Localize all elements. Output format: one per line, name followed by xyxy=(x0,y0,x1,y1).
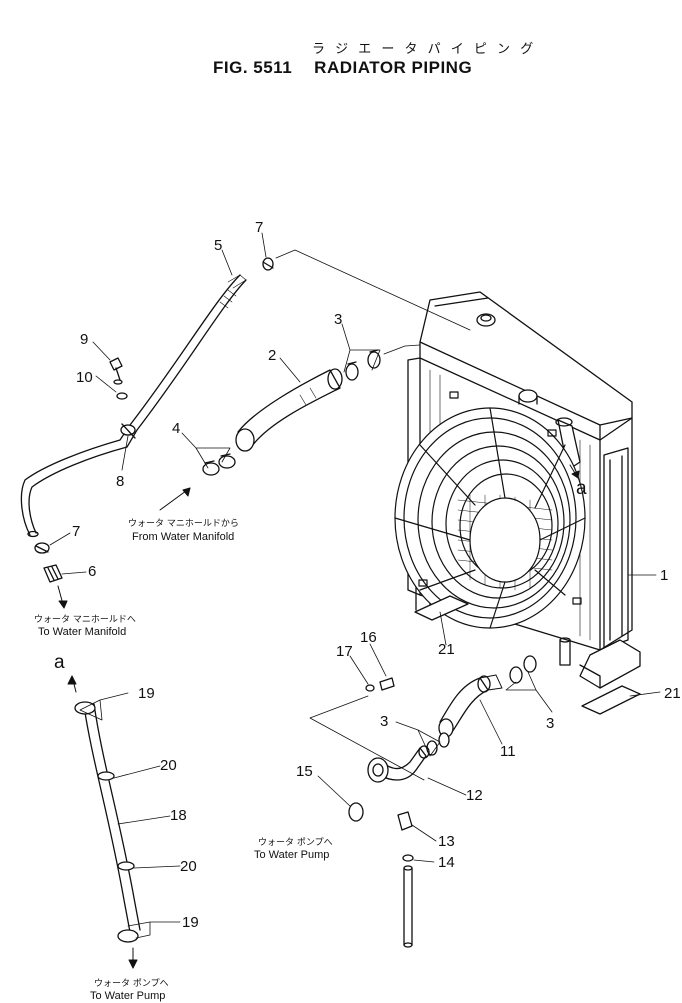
callout-19: 19 xyxy=(138,685,155,702)
radiator-assembly xyxy=(394,291,641,689)
callout-16: 16 xyxy=(360,629,377,646)
figure-title: FIG. 5511 RADIATOR PIPING xyxy=(213,58,472,78)
bolt-and-washer xyxy=(109,357,128,400)
from-water-manifold-jp: ウォータ マニホールドから xyxy=(128,518,239,529)
mounting-pad-right xyxy=(581,685,641,715)
callout-11: 11 xyxy=(500,743,516,760)
figure-name: RADIATOR PIPING xyxy=(314,58,473,77)
callout-3: 3 xyxy=(546,715,554,732)
reference-mark-a: a xyxy=(576,478,587,499)
annotations: ウォータ マニホールドから From Water Manifold ウォータ マ… xyxy=(34,518,333,1002)
arrow-up-icon xyxy=(182,487,191,497)
arrow-down-icon xyxy=(571,470,580,479)
fan-guard xyxy=(394,391,586,629)
flow-arrows xyxy=(57,464,580,969)
callout-5: 5 xyxy=(214,237,222,254)
callout-3: 3 xyxy=(334,311,342,328)
callout-21: 21 xyxy=(438,641,455,658)
callout-numbers: 1 2 3 3 3 4 5 6 7 7 8 9 10 11 12 13 14 1… xyxy=(54,219,681,931)
hose-clamps-lower-right xyxy=(509,655,537,684)
callout-10: 10 xyxy=(76,369,93,386)
to-water-pump-en: To Water Pump xyxy=(254,849,329,861)
callout-9: 9 xyxy=(80,331,88,348)
callout-2: 2 xyxy=(268,347,276,364)
callout-14: 14 xyxy=(438,854,455,871)
drain-fitting xyxy=(397,811,414,948)
title-japanese: ラ ジ エ ー タ パ イ ピ ン グ xyxy=(312,42,537,57)
to-water-manifold-jp: ウォータ マニホールドへ xyxy=(34,614,136,625)
bolt-and-washer-lower xyxy=(365,677,395,692)
arrow-down-icon xyxy=(128,959,138,969)
arrow-up-icon xyxy=(67,675,77,685)
elbow-pipe xyxy=(367,745,430,783)
from-water-manifold-en: From Water Manifold xyxy=(132,531,234,543)
to-water-pump-bottom-jp: ウォータ ポンプへ xyxy=(94,978,169,989)
to-water-manifold-en: To Water Manifold xyxy=(38,626,126,638)
arrow-down-icon xyxy=(58,600,68,609)
callout-12: 12 xyxy=(466,787,483,804)
callout-19: 19 xyxy=(182,914,199,931)
mounting-pad-left xyxy=(414,595,469,621)
figure-number: FIG. 5511 xyxy=(213,58,293,77)
callout-4: 4 xyxy=(172,420,180,437)
hose-clamps-lower xyxy=(202,453,236,476)
callout-18: 18 xyxy=(170,807,187,824)
callout-15: 15 xyxy=(296,763,313,780)
hose-clamp-upper xyxy=(262,257,274,271)
callout-21: 21 xyxy=(664,685,681,702)
callout-7: 7 xyxy=(72,523,80,540)
callout-6: 6 xyxy=(88,563,96,580)
hose-clamps-upper xyxy=(345,349,381,381)
hose-clamp-left xyxy=(34,542,50,554)
callout-8: 8 xyxy=(116,473,124,490)
upper-hose xyxy=(235,368,343,452)
vertical-pipe xyxy=(74,701,141,943)
to-water-pump-jp: ウォータ ポンプへ xyxy=(258,837,333,848)
fitting xyxy=(43,564,63,583)
upper-pipe xyxy=(20,274,247,538)
callout-20: 20 xyxy=(180,858,197,875)
pipe-clamp xyxy=(120,423,136,439)
callout-7: 7 xyxy=(255,219,263,236)
reference-mark-a: a xyxy=(54,652,65,673)
lower-hose xyxy=(438,674,503,738)
callout-13: 13 xyxy=(438,833,455,850)
to-water-pump-bottom-en: To Water Pump xyxy=(90,990,165,1002)
callout-1: 1 xyxy=(660,567,668,584)
leader-lines xyxy=(49,232,661,939)
o-ring xyxy=(348,802,364,822)
callout-20: 20 xyxy=(160,757,177,774)
callout-17: 17 xyxy=(336,643,353,660)
callout-3: 3 xyxy=(380,713,388,730)
